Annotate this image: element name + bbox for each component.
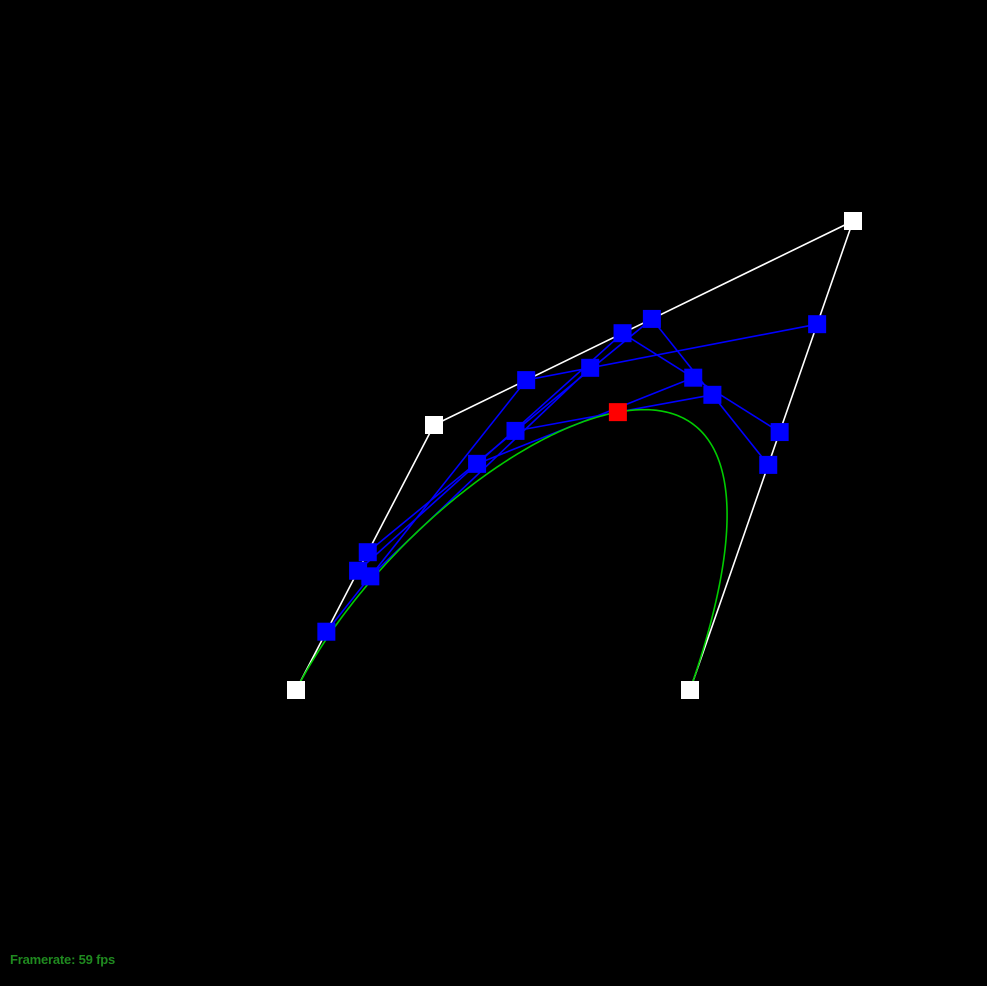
construction-point (506, 421, 525, 440)
control-point-2[interactable] (425, 416, 443, 434)
current-curve-point (608, 403, 627, 422)
current-point-layer (608, 403, 627, 422)
control-polygon (295, 219, 855, 691)
construction-point (517, 371, 536, 390)
bezier-curve (295, 408, 728, 691)
construction-point (703, 385, 722, 404)
construction-point (581, 358, 600, 377)
framerate-label: Framerate: 59 fps (10, 952, 115, 967)
construction-point (642, 309, 661, 328)
construction-point (358, 543, 377, 562)
bezier-curve-layer (295, 408, 728, 691)
construction-point (808, 315, 827, 334)
de-casteljau-construction-points (317, 309, 827, 641)
control-points (287, 212, 862, 699)
control-point-4[interactable] (681, 681, 699, 699)
construction-line (325, 323, 818, 633)
construction-point (317, 622, 336, 641)
construction-line (357, 332, 781, 572)
construction-point (613, 324, 632, 343)
construction-point (759, 455, 778, 474)
construction-point (468, 454, 487, 473)
control-polygon-line (295, 219, 855, 691)
construction-point (349, 561, 368, 580)
construction-point (684, 368, 703, 387)
control-point-1[interactable] (287, 681, 305, 699)
control-point-3[interactable] (844, 212, 862, 230)
de-casteljau-construction-lines (325, 317, 818, 633)
construction-point (770, 423, 789, 442)
